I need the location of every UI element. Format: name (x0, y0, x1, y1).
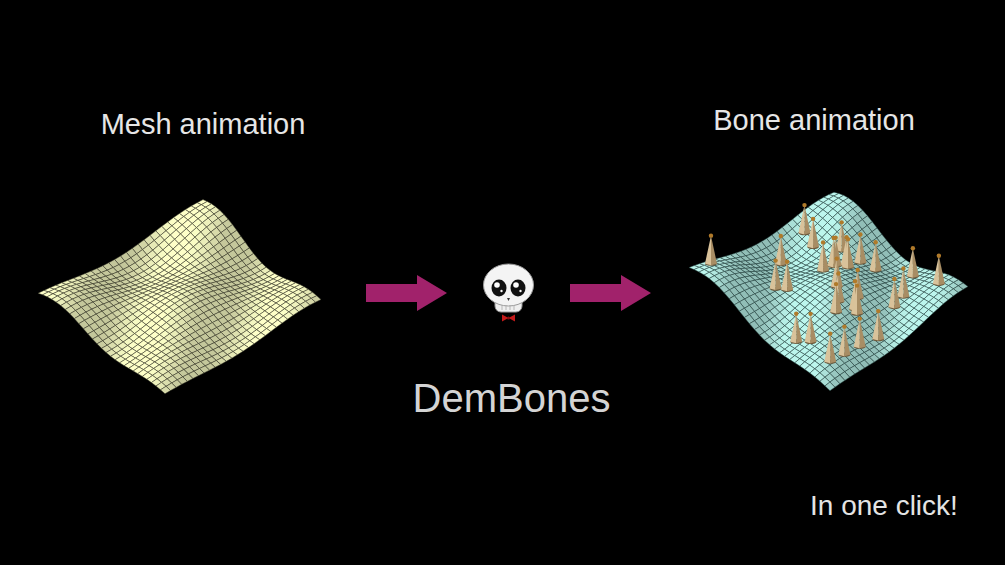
bone-markers (705, 203, 945, 364)
mesh-illustration: Mesh animation (36, 203, 324, 398)
mesh-surface (689, 192, 968, 391)
bone-cone (838, 324, 850, 356)
bone-cone (854, 316, 866, 348)
panel-heading: Mesh animation (101, 107, 306, 142)
bone-cone (817, 240, 829, 272)
skull-icon (480, 262, 537, 324)
bone-cone (781, 259, 793, 291)
bone-cone (897, 266, 909, 298)
bone-cone (872, 309, 884, 341)
bone-cone (870, 240, 882, 272)
bone-cone (851, 283, 863, 315)
bone-cone (824, 331, 836, 363)
bone-cone (807, 217, 819, 249)
mesh-surface (38, 200, 321, 394)
bone-cone (828, 236, 840, 268)
skull-icon: DemBones (480, 262, 537, 324)
bone-cone (831, 256, 843, 288)
mesh-illustration (36, 203, 324, 398)
bone-mesh-illustration: Bone animation (684, 180, 974, 395)
tool-name: DemBones (413, 374, 611, 422)
bone-cone (888, 277, 900, 309)
skull-mascot (484, 264, 534, 322)
flow-arrow (366, 275, 447, 311)
bone-cone (830, 282, 842, 314)
bone-cone (798, 203, 810, 235)
bone-cone (842, 237, 854, 269)
bone-mesh-illustration (684, 180, 974, 395)
bone-cone (933, 254, 945, 286)
tagline: In one click! (810, 489, 958, 523)
bone-cone (805, 312, 817, 344)
flow-arrow (570, 275, 651, 311)
bone-cone (907, 246, 919, 278)
bone-cone (854, 232, 866, 264)
bone-cone (790, 312, 802, 344)
bone-cone (705, 233, 717, 265)
panel-heading: Bone animation (713, 103, 915, 138)
bone-cone (770, 258, 782, 290)
